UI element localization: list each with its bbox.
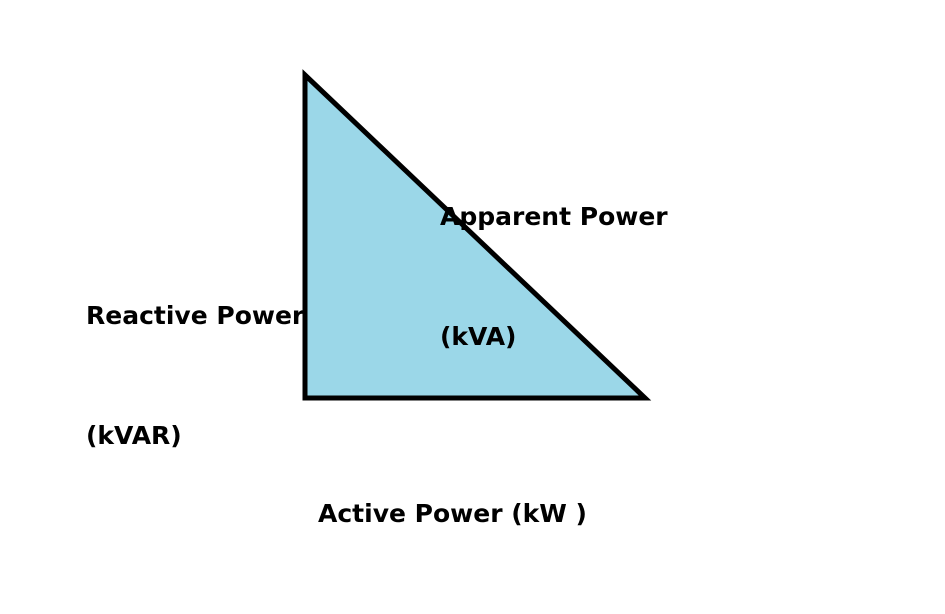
label-reactive-power-line2: (kVAR) — [86, 421, 182, 450]
label-active-power: Active Power (kW ) — [318, 414, 587, 614]
label-reactive-power: Reactive Power (kVAR) — [86, 216, 304, 536]
power-triangle-diagram: Reactive Power (kVAR) Apparent Power (kV… — [86, 69, 668, 536]
label-reactive-power-line1: Reactive Power — [86, 301, 305, 330]
label-apparent-power-line1: Apparent Power — [440, 202, 668, 231]
power-triangle-shape — [302, 69, 652, 401]
label-active-power-line1: Active Power (kW ) — [318, 499, 587, 528]
triangle-polygon — [302, 69, 652, 401]
label-apparent-power-line2: (kVA) — [440, 322, 517, 351]
label-apparent-power: Apparent Power (kVA) — [440, 117, 668, 437]
